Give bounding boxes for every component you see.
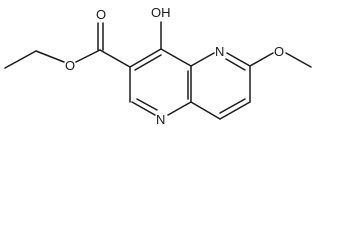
bond-c6-o — [249, 52, 274, 67]
bond-o-ch3 — [285, 52, 312, 68]
atom-label-ring-nitrogen-top: N — [215, 44, 224, 59]
bond-n5-c6-inner — [225, 58, 246, 71]
bond-n1-c2-inner — [136, 98, 158, 111]
bond-c7-c8-inner — [219, 98, 246, 114]
atom-label-carbonyl-oxygen: O — [96, 7, 106, 22]
bond-c3-c4-inner — [134, 54, 162, 71]
bond-c7-c8 — [219, 101, 251, 120]
bond-ethyl-ch3-ch2 — [4, 50, 37, 69]
atom-label-ring-nitrogen-bottom: N — [156, 112, 165, 127]
bond-n1-c2 — [131, 101, 156, 116]
bond-ethyl-ch2-o — [35, 50, 65, 63]
atom-label-methoxy-oxygen: O — [274, 44, 284, 59]
atom-label-ester-oxygen: O — [65, 58, 75, 73]
bond-c8-c8a — [190, 101, 221, 120]
bond-c8a-n1 — [167, 101, 192, 116]
bond-c4-c4a — [160, 48, 192, 67]
bond-c4a-n5 — [190, 52, 215, 67]
atom-label-hydroxyl: OH — [151, 5, 171, 20]
bond-carbonyl-ring — [99, 49, 131, 68]
bond-n5-c6 — [226, 52, 251, 67]
structure-diagram: OH O O N N O — [4, 5, 312, 127]
bond-ester-o-carbonyl-c — [75, 49, 101, 63]
molecule-canvas: OH O O N N O — [4, 5, 312, 127]
bond-c3-c4 — [129, 48, 162, 68]
